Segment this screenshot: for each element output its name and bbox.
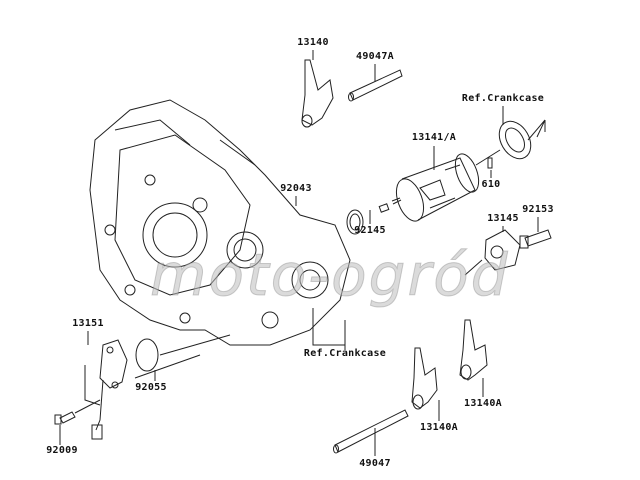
label-13141A: 13141/A: [411, 132, 457, 143]
label-92145: 92145: [354, 225, 386, 236]
label-49047A: 49047A: [356, 51, 394, 62]
label-92055: 92055: [135, 382, 167, 393]
bearing-top: [498, 106, 546, 160]
label-13151: 13151: [72, 318, 104, 329]
needle-bearing: [346, 209, 364, 235]
cam-13145: [464, 226, 521, 276]
sensor-13151: [84, 331, 128, 440]
bolt-92009: [54, 399, 101, 445]
label-13140A-right: 13140A: [464, 398, 502, 409]
label-13140A-middle: 13140A: [420, 422, 458, 433]
shift-fork-right: [459, 319, 488, 397]
ref-leader-bottom: [312, 308, 346, 350]
label-13140: 13140: [297, 37, 329, 48]
label-ref-crankcase-top: Ref.Crankcase: [461, 93, 545, 104]
crankcase: [89, 99, 351, 346]
shift-fork-top: [301, 50, 334, 128]
shaft-49047A: [348, 64, 403, 102]
shaft-49047: [333, 409, 409, 456]
watermark: moto-ogród: [150, 241, 510, 309]
label-610: 610: [481, 179, 501, 190]
label-92043: 92043: [280, 183, 312, 194]
label-92009: 92009: [46, 445, 78, 456]
shift-fork-middle: [411, 347, 440, 421]
shift-drum: [395, 146, 501, 222]
o-ring: [134, 334, 231, 381]
label-92153: 92153: [522, 204, 554, 215]
label-ref-crankcase-bottom: Ref.Crankcase: [303, 348, 387, 359]
bolt-92153: [519, 217, 552, 249]
label-49047: 49047: [359, 458, 391, 469]
label-13145: 13145: [487, 213, 519, 224]
pin-spring: [295, 196, 402, 224]
